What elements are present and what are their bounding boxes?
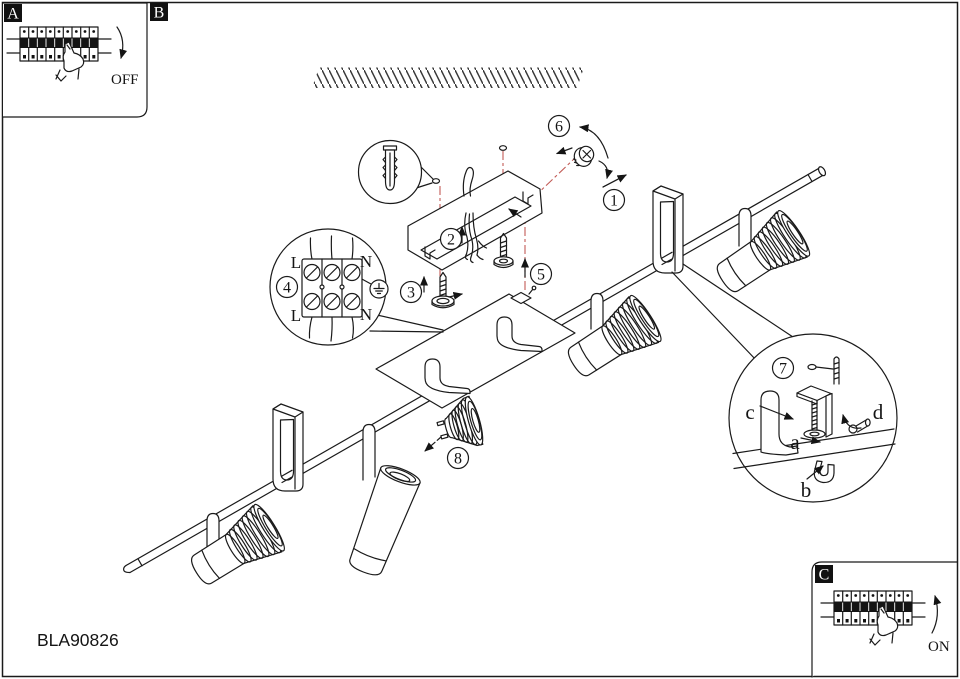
svg-text:3: 3	[407, 285, 415, 302]
callout-3: 3	[399, 280, 423, 304]
fixing-knob	[556, 124, 627, 188]
callout-5: 5	[529, 262, 553, 286]
mounting-plate	[375, 285, 576, 409]
terminal-label-n-bottom: N	[360, 305, 372, 324]
section-label-b-bg	[150, 3, 168, 21]
suspension-bracket-1	[272, 403, 304, 492]
model-number: BLA90826	[37, 630, 119, 650]
ceiling-hole-mark	[498, 145, 508, 151]
keyhole-slot-right	[522, 191, 534, 205]
hook-clamp-detail: c d a b	[728, 333, 898, 503]
section-label-b: B	[154, 5, 165, 22]
callout-4: 4	[275, 275, 299, 299]
svg-text:5: 5	[537, 267, 545, 284]
callout-2: 2	[439, 227, 463, 251]
mains-cable	[462, 166, 474, 197]
on-arrow-icon	[931, 595, 942, 634]
svg-text:1: 1	[610, 193, 618, 210]
ceiling-hatch	[312, 67, 584, 88]
terminal-block-detail: L N L N	[269, 228, 389, 346]
bulb-insert-arrow	[424, 436, 442, 452]
wall-anchor-detail	[357, 139, 441, 205]
callout-7: 7	[771, 356, 795, 380]
callout-8: 8	[446, 446, 470, 470]
lamp-pivots	[206, 207, 752, 552]
spot-bulb	[436, 395, 484, 447]
terminal-label-l-bottom: L	[291, 306, 301, 325]
svg-text:4: 4	[283, 280, 291, 297]
ceiling-screw-right	[493, 232, 514, 269]
mounting-canopy	[407, 166, 543, 271]
keyhole-slot-left	[424, 246, 436, 260]
detail-leader-2	[682, 263, 800, 342]
terminal-leader-2	[369, 330, 444, 333]
off-arrow-icon	[116, 26, 128, 59]
detail-label-b: b	[801, 478, 812, 502]
breaker-on-inset: C ON	[811, 561, 958, 678]
off-label: OFF	[111, 72, 139, 88]
mounting-screw-left	[420, 271, 463, 309]
svg-text:8: 8	[454, 451, 462, 468]
svg-text:2: 2	[447, 232, 455, 249]
detail-label-d: d	[873, 400, 884, 424]
callout-6: 6	[547, 114, 571, 138]
breaker-off-inset: A OFF	[2, 2, 148, 118]
suspension-bracket-2	[652, 185, 684, 274]
terminal-label-n-top: N	[360, 252, 372, 271]
terminal-leader-1	[376, 314, 444, 331]
svg-text:6: 6	[555, 119, 563, 136]
svg-text:7: 7	[779, 361, 787, 378]
section-label-c: C	[819, 567, 830, 584]
callout-1: 1	[602, 188, 626, 212]
detail-pin	[807, 356, 840, 385]
on-label: ON	[928, 639, 950, 655]
wires	[464, 212, 479, 258]
terminal-label-l-top: L	[291, 253, 301, 272]
detail-leader-1	[671, 271, 758, 362]
spotlight-2-empty	[349, 465, 421, 576]
section-label-a: A	[7, 6, 19, 23]
detail-label-c: c	[745, 400, 754, 424]
arrow-1	[602, 174, 627, 188]
detail-label-a: a	[790, 430, 800, 454]
